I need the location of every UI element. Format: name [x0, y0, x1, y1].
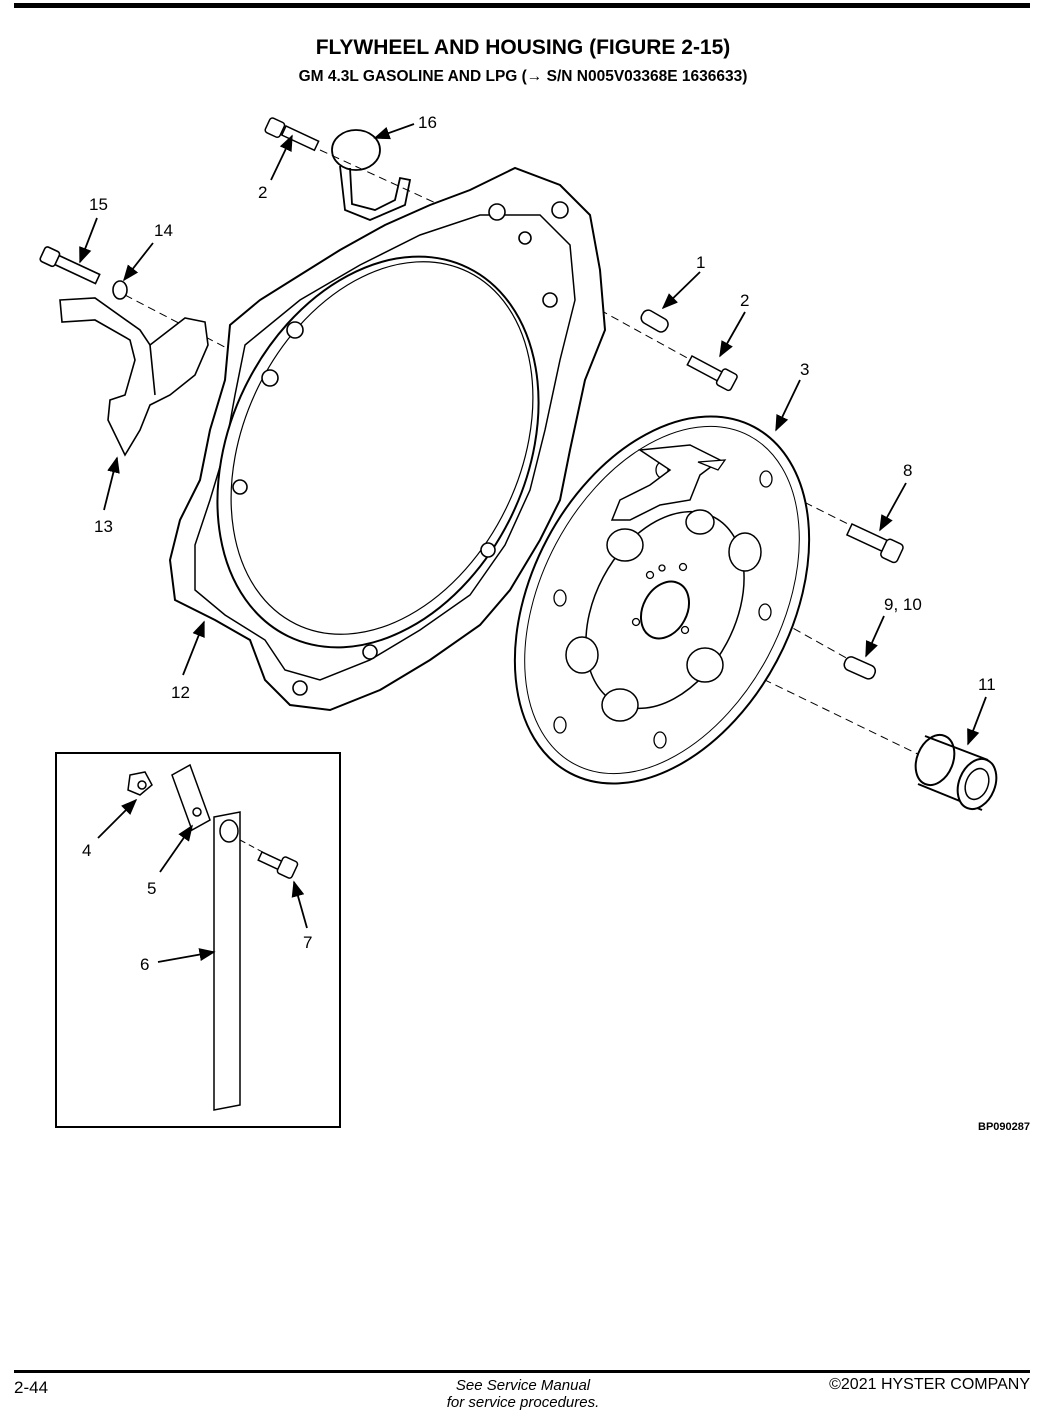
flywheel-plate [513, 415, 811, 785]
callout-7: 7 [303, 933, 312, 952]
leader-lines [79, 123, 987, 963]
page-subtitle: GM 4.3L GASOLINE AND LPG (→ S/N N005V033… [298, 68, 748, 85]
flywheel-housing [168, 166, 607, 712]
callout-16: 16 [418, 113, 437, 132]
callout-14: 14 [154, 221, 173, 240]
pilot-bushing [912, 733, 998, 811]
flywheel-bolt [845, 523, 904, 564]
callout-4: 4 [82, 841, 91, 860]
inset-detail [55, 752, 341, 1128]
callout-2b: 2 [740, 291, 749, 310]
bolt-right [686, 354, 738, 392]
callout-11: 11 [978, 675, 996, 694]
callout-12: 12 [171, 683, 190, 702]
bracket-assembly [39, 246, 209, 457]
copyright: ©2021 HYSTER COMPANY [829, 1376, 1030, 1393]
page-number: 2-44 [14, 1378, 49, 1397]
callout-9-10: 9, 10 [884, 595, 922, 614]
callout-8: 8 [903, 461, 912, 480]
callout-3: 3 [800, 360, 809, 379]
callout-6: 6 [140, 955, 149, 974]
callout-2: 2 [258, 183, 267, 202]
page-title: FLYWHEEL AND HOUSING (FIGURE 2-15) [315, 36, 731, 59]
figure-code: BP090287 [978, 1121, 1030, 1133]
callout-1: 1 [696, 253, 705, 272]
callout-5: 5 [147, 879, 156, 898]
footer-note: See Service Manual [455, 1377, 591, 1394]
flywheel-dowel [843, 656, 877, 680]
callout-13: 13 [94, 517, 113, 536]
bottom-rule [14, 1370, 1030, 1373]
callout-labels: 16 2 15 14 1 2 3 13 8 9, 10 12 11 4 5 7 … [82, 113, 996, 974]
ring-bracket [331, 129, 412, 221]
footer-note-2: for service procedures. [446, 1394, 600, 1411]
top-rule [14, 3, 1030, 8]
dowel-pin [640, 309, 669, 333]
callout-15: 15 [89, 195, 108, 214]
bolt-top [264, 117, 320, 152]
